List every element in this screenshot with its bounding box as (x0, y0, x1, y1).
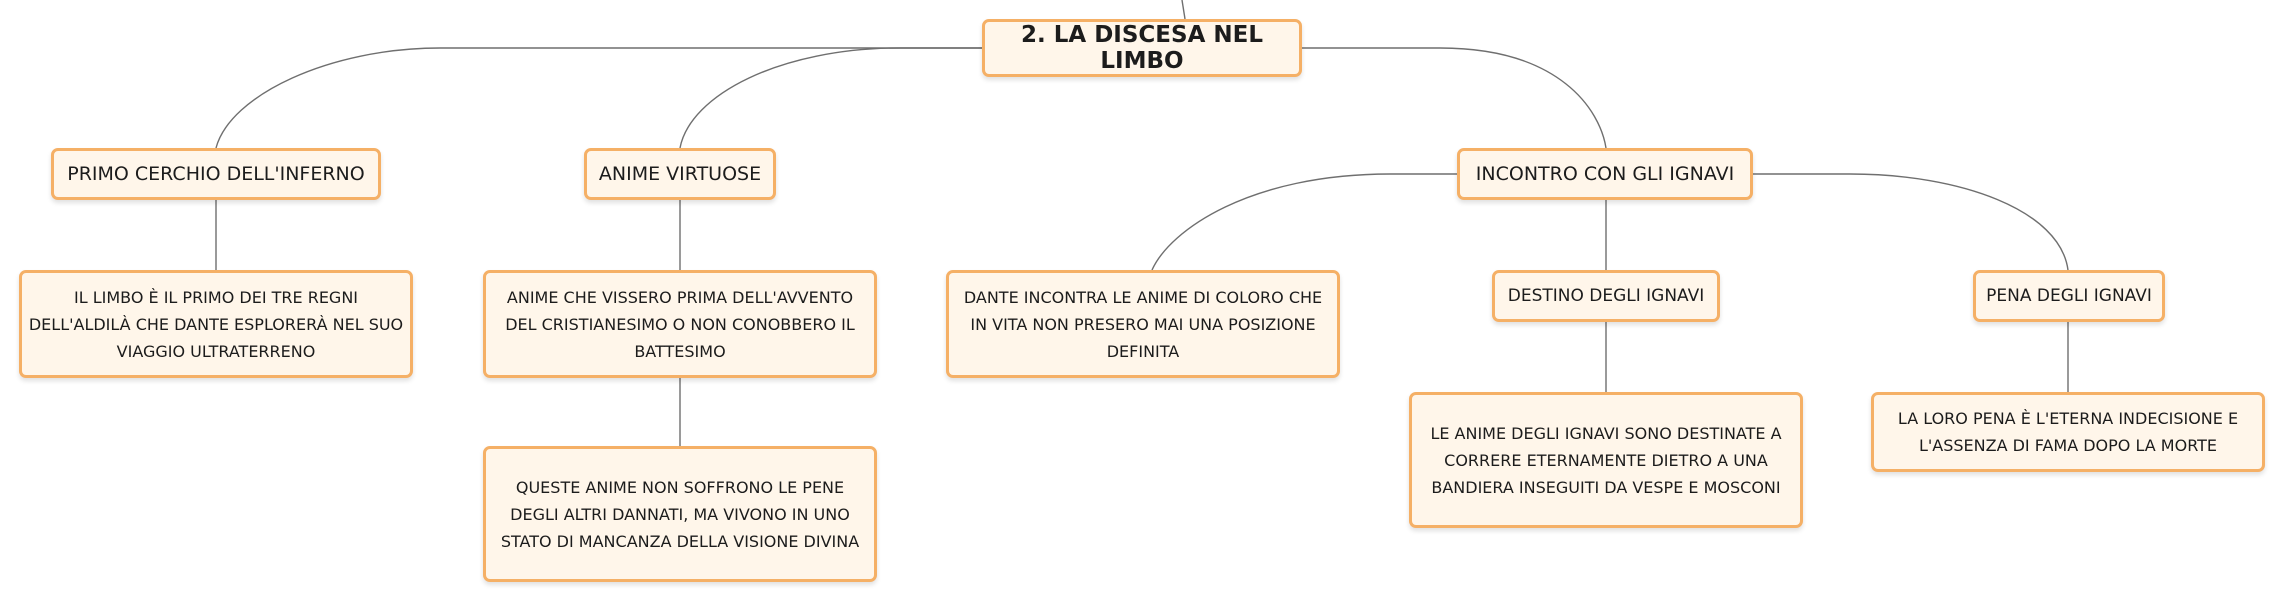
leaf-loro-pena[interactable]: LA LORO PENA È L'ETERNA INDECISIONE E L'… (1871, 392, 2265, 472)
connector-root-to-primo-cerchio (215, 47, 982, 149)
topic-label: INCONTRO CON GLI IGNAVI (1475, 163, 1735, 185)
leaf-label: DANTE INCONTRA LE ANIME DI COLORO CHE IN… (963, 287, 1323, 361)
leaf-queste-anime[interactable]: QUESTE ANIME NON SOFFRONO LE PENE DEGLI … (483, 446, 877, 582)
connector-root-incoming (1181, 0, 1186, 20)
connector-incontro-to-pena (1753, 173, 2069, 271)
subtopic-label: PENA DEGLI IGNAVI (1986, 286, 2152, 306)
topic-label: PRIMO CERCHIO DELL'INFERNO (67, 163, 365, 185)
connector-root-to-incontro-ignavi (1302, 47, 1607, 149)
subtopic-label: DESTINO DEGLI IGNAVI (1507, 286, 1705, 306)
connector-incontro-to-dante-incontra (1151, 173, 1457, 271)
leaf-destino-correre[interactable]: LE ANIME DEGLI IGNAVI SONO DESTINATE A C… (1409, 392, 1803, 528)
leaf-label: LE ANIME DEGLI IGNAVI SONO DESTINATE A C… (1430, 423, 1782, 497)
leaf-label: LA LORO PENA È L'ETERNA INDECISIONE E L'… (1897, 409, 2239, 455)
subtopic-destino-ignavi[interactable]: DESTINO DEGLI IGNAVI (1492, 270, 1720, 322)
leaf-anime-prima-cristianesimo[interactable]: ANIME CHE VISSERO PRIMA DELL'AVVENTO DEL… (483, 270, 877, 378)
leaf-limbo-primo-regno[interactable]: IL LIMBO È IL PRIMO DEI TRE REGNI DELL'A… (19, 270, 413, 378)
leaf-label: ANIME CHE VISSERO PRIMA DELL'AVVENTO DEL… (505, 287, 855, 361)
topic-label: ANIME VIRTUOSE (598, 163, 762, 185)
leaf-label: IL LIMBO È IL PRIMO DEI TRE REGNI DELL'A… (28, 287, 404, 361)
root-node-label: 2. LA DISCESA NEL LIMBO (1020, 22, 1263, 74)
topic-anime-virtuose[interactable]: ANIME VIRTUOSE (584, 148, 776, 200)
root-node[interactable]: 2. LA DISCESA NEL LIMBO (982, 19, 1302, 77)
subtopic-pena-ignavi[interactable]: PENA DEGLI IGNAVI (1973, 270, 2165, 322)
leaf-label: QUESTE ANIME NON SOFFRONO LE PENE DEGLI … (500, 477, 860, 551)
leaf-dante-incontra[interactable]: DANTE INCONTRA LE ANIME DI COLORO CHE IN… (946, 270, 1340, 378)
topic-primo-cerchio[interactable]: PRIMO CERCHIO DELL'INFERNO (51, 148, 381, 200)
connector-root-to-anime-virtuose (679, 47, 982, 149)
topic-incontro-ignavi[interactable]: INCONTRO CON GLI IGNAVI (1457, 148, 1753, 200)
